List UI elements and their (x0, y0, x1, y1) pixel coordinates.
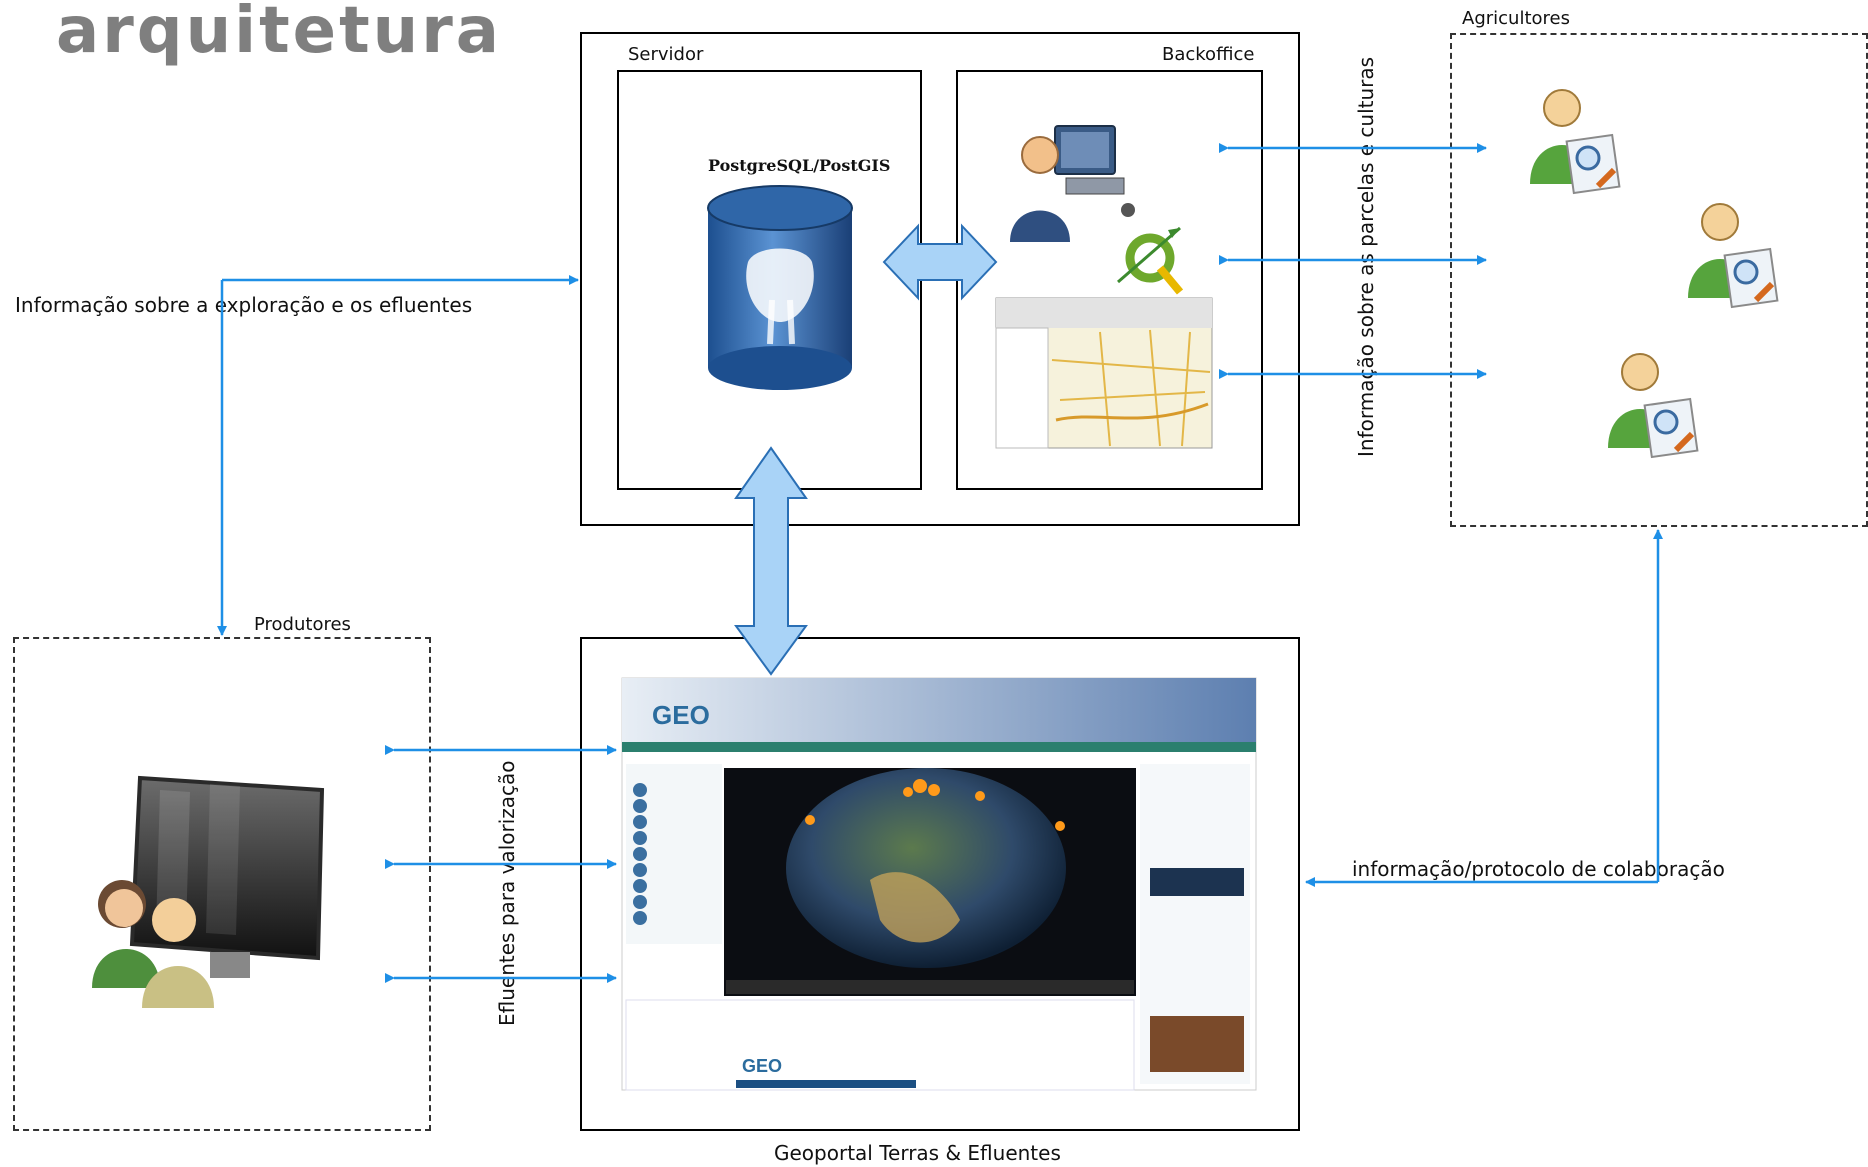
database-label: PostgreSQL/PostGIS (708, 156, 891, 175)
agricultores-box (1450, 33, 1868, 527)
portal-block-arrow (734, 446, 808, 676)
produtores-label: Produtores (254, 614, 351, 635)
gis-map-screenshot (995, 297, 1213, 449)
farmer-user-icon-2 (1688, 203, 1779, 309)
svg-text:GEO: GEO (742, 1056, 782, 1076)
flow-arrows (217, 143, 1663, 983)
flow-label-protocolo: informação/protocolo de colaboração (1352, 857, 1725, 881)
flow-label-exploracao: Informação sobre a exploração e os eflue… (15, 293, 473, 317)
farmer-user-icon-3 (1608, 353, 1699, 459)
backoffice-label: Backoffice (1162, 44, 1255, 65)
sync-block-arrow (882, 223, 998, 301)
admin-computer-icon (1010, 125, 1135, 242)
qgis-logo-icon (1117, 226, 1184, 295)
server-group-box (580, 32, 1300, 526)
farmer-user-icon-1 (1530, 89, 1621, 195)
produtores-box (13, 637, 431, 1131)
svg-text:GEO: GEO (652, 700, 710, 730)
postgresql-database-icon (707, 185, 853, 390)
agricultores-label: Agricultores (1462, 8, 1570, 29)
producers-monitor-icon (92, 775, 325, 1008)
geoportal-box (580, 637, 1300, 1131)
page-title: arquitetura (56, 0, 502, 68)
geoportal-screenshot: GEO GEO (621, 677, 1257, 1091)
geoportal-caption: Geoportal Terras & Efluentes (774, 1141, 1061, 1165)
servidor-label: Servidor (628, 44, 704, 65)
